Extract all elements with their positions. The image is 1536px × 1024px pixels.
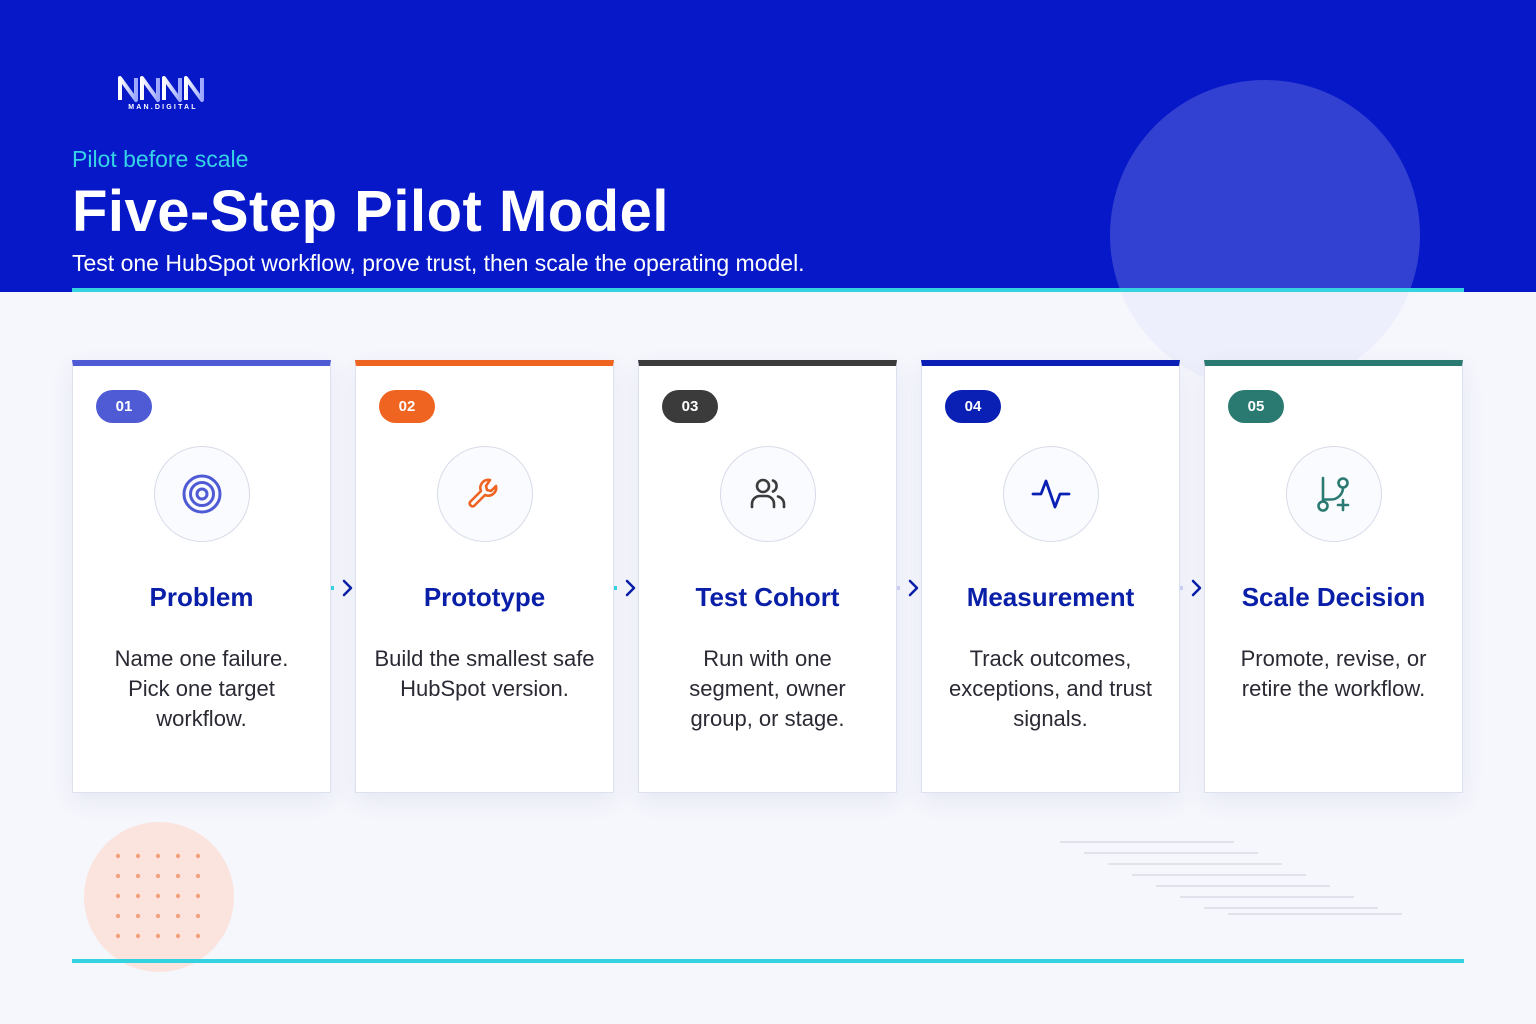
step-number-badge: 04 — [945, 390, 1001, 423]
step-number-badge: 01 — [96, 390, 152, 423]
arrow-right-icon — [897, 579, 919, 597]
step-description: Build the smallest safe HubSpot version. — [374, 646, 595, 701]
step-title: Problem — [149, 582, 254, 612]
footer-divider — [72, 959, 1464, 963]
step-description: Track outcomes, exceptions, and trust si… — [948, 646, 1152, 731]
decorative-lines — [1060, 841, 1402, 915]
step-description: Name one failure. Pick one target workfl… — [114, 646, 289, 731]
step-title: Scale Decision — [1241, 582, 1426, 612]
eyebrow-label: Pilot before scale — [72, 146, 249, 172]
activity-icon — [1003, 446, 1099, 542]
step-description: Run with one segment, owner group, or st… — [689, 646, 846, 731]
logo-text: MAN.DIGITAL — [128, 104, 198, 111]
hero-divider — [72, 288, 1464, 292]
arrow-right-icon — [614, 579, 636, 597]
dot-pattern — [115, 853, 201, 939]
step-card-test-cohort: 03 Test Cohort Run with one segment, own… — [638, 360, 897, 793]
step-title: Measurement — [966, 582, 1135, 612]
arrow-right-icon — [331, 579, 353, 597]
step-description: Promote, revise, or retire the workflow. — [1240, 646, 1427, 701]
wrench-icon — [437, 446, 533, 542]
step-title: Test Cohort — [695, 582, 840, 612]
step-card-prototype: 02 Prototype Build the smallest safe Hub… — [355, 360, 614, 793]
logo-mark-icon — [118, 76, 204, 102]
page-subtitle: Test one HubSpot workflow, prove trust, … — [72, 250, 805, 276]
step-number-badge: 02 — [379, 390, 435, 423]
target-icon — [154, 446, 250, 542]
decorative-circle — [1110, 80, 1420, 390]
users-icon — [720, 446, 816, 542]
step-card-measurement: 04 Measurement Track outcomes, exception… — [921, 360, 1180, 793]
decorative-dot-circle — [84, 822, 234, 972]
step-number-badge: 05 — [1228, 390, 1284, 423]
branch-icon — [1286, 446, 1382, 542]
hero-banner: MAN.DIGITAL Pilot before scale Five-Step… — [0, 0, 1536, 390]
step-number-badge: 03 — [662, 390, 718, 423]
step-title: Prototype — [423, 582, 546, 612]
page-title: Five-Step Pilot Model — [72, 179, 669, 244]
step-card-scale-decision: 05 Scale Decision Promote, revise, or re… — [1204, 360, 1463, 793]
step-card-problem: 01 Problem Name one failure. Pick one ta… — [72, 360, 331, 793]
arrow-right-icon — [1180, 579, 1202, 597]
logo: MAN.DIGITAL — [117, 74, 209, 114]
